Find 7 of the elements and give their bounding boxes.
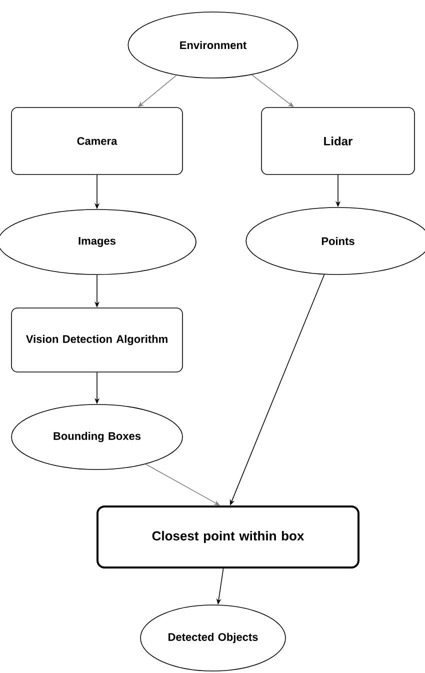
process-box: Lidar	[261, 107, 415, 175]
process-box: Closest point within box	[96, 506, 360, 568]
process-box: Camera	[11, 107, 183, 175]
ellipse-node: Detected Objects	[140, 604, 286, 672]
ellipse-node: Environment	[128, 12, 298, 78]
ellipse-node: Bounding Boxes	[11, 404, 183, 470]
process-box: Vision Detection Algorithm	[11, 308, 183, 372]
